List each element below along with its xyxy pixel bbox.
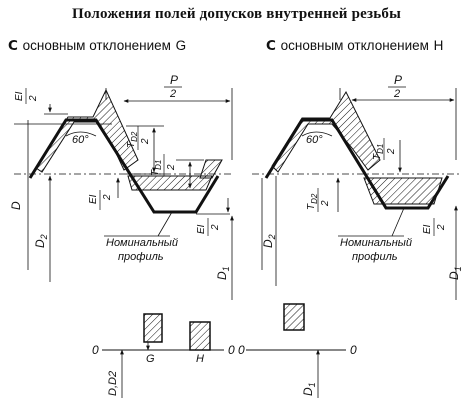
right-d2-label: D2	[261, 234, 277, 248]
right-p-den: 2	[393, 88, 400, 100]
left-heading-letter: G	[175, 38, 187, 53]
left-ei-mid-den: 2	[102, 194, 113, 201]
field-h-right-box	[283, 303, 305, 331]
right-angle-label: 60°	[306, 134, 323, 146]
left-zero-end: 0	[228, 343, 235, 357]
left-nominal-profile	[28, 118, 220, 214]
left-td2-label: TD2	[126, 131, 139, 148]
right-zero-end: 0	[350, 343, 357, 357]
left-p-den: 2	[169, 88, 176, 100]
left-ei-top-den: 2	[28, 95, 39, 102]
left-zero-start: 0	[92, 343, 99, 357]
left-field-scheme: 0 0 G H D,D2	[92, 313, 235, 398]
left-d2-label: D2	[33, 234, 49, 248]
right-d1-label: D1	[447, 266, 463, 280]
left-thread-diagram: P 2 60° EI 2 TD2 2 TD1 2 EI 2 EI 2	[9, 73, 234, 300]
left-heading-c: С	[8, 38, 18, 54]
left-td2-field	[35, 88, 139, 173]
field-h-box	[189, 321, 211, 351]
left-td1-field-right	[199, 159, 223, 179]
right-td2-field	[271, 90, 381, 173]
left-ei-right-label: EI	[196, 224, 207, 234]
label-g: G	[146, 353, 155, 365]
right-td2-den: 2	[320, 200, 331, 207]
left-profile-label: профиль	[118, 251, 164, 263]
field-g-box	[143, 313, 163, 343]
right-ei-den: 2	[436, 224, 447, 231]
left-ei-right-den: 2	[210, 224, 221, 231]
right-p-label: P	[394, 73, 402, 87]
left-nominal-label: Номинальный	[106, 237, 178, 249]
left-ei-top-label: EI	[14, 91, 25, 101]
left-td1-label: TD1	[150, 160, 163, 176]
right-profile-label: профиль	[352, 251, 398, 263]
right-ei-label: EI	[422, 224, 433, 234]
left-td1-den: 2	[166, 164, 177, 171]
label-h: H	[196, 353, 204, 365]
left-p-label: P	[170, 73, 178, 87]
left-heading-text: основным отклонением	[22, 38, 171, 53]
left-angle-label: 60°	[72, 134, 89, 146]
dd2-label: D,D2	[107, 371, 119, 396]
right-nominal-label: Номинальный	[340, 237, 412, 249]
right-heading-text: основным отклонением	[280, 38, 429, 53]
right-zero-start: 0	[238, 343, 245, 357]
right-heading: С основным отклонением H	[266, 38, 443, 54]
left-ei-mid-label: EI	[88, 194, 99, 204]
right-heading-c: С	[266, 38, 276, 54]
right-thread-diagram: P 2 60° TD1 2 TD2 2 EI 2 D2 D1 Номинальн…	[252, 73, 463, 300]
page-title: Положения полей допусков внутренней резь…	[72, 6, 401, 22]
right-d1-scheme-label: D1	[301, 382, 317, 396]
left-d-label: D	[9, 201, 23, 210]
right-heading-letter: H	[433, 38, 444, 53]
right-td1-den: 2	[386, 148, 397, 155]
left-heading: С основным отклонением G	[8, 38, 186, 54]
right-td2-label: TD2	[306, 193, 319, 210]
right-td1-field	[363, 177, 443, 205]
left-td1-field	[127, 175, 213, 191]
left-d1-label: D1	[215, 266, 231, 280]
right-field-scheme: 0 0 D1	[238, 303, 357, 398]
left-td2-den: 2	[140, 138, 151, 145]
right-td1-label: TD1	[372, 144, 385, 160]
right-nominal-profile	[264, 118, 450, 210]
